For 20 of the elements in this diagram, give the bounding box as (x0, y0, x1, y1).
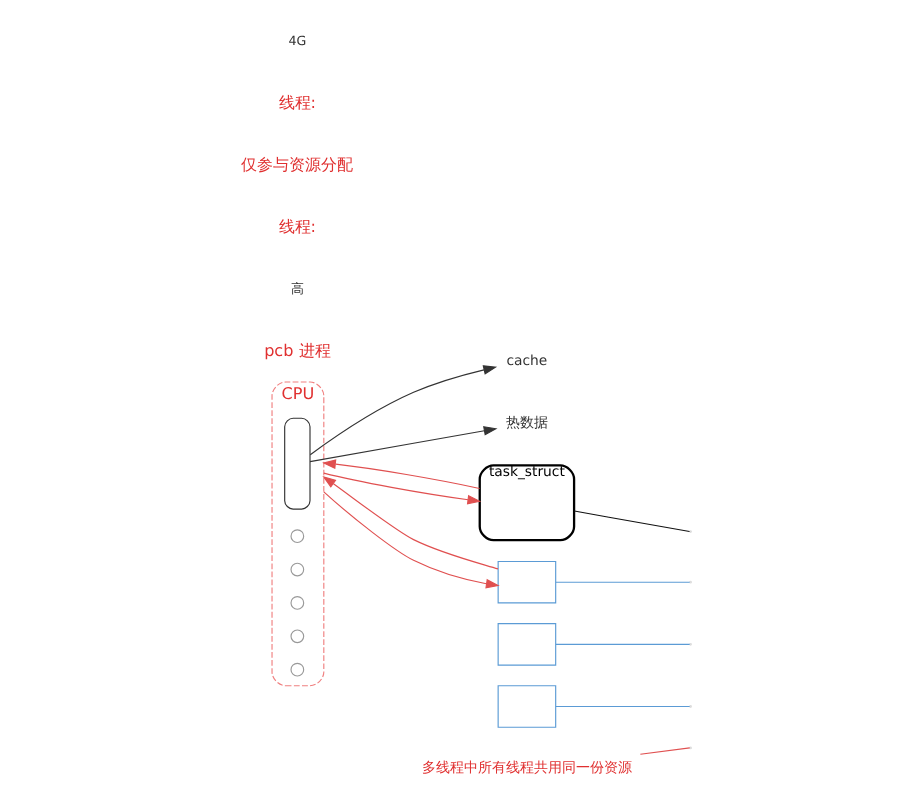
node-box (284, 417, 311, 510)
connector (555, 643, 691, 645)
node-circle (290, 529, 305, 544)
connector (573, 510, 691, 533)
arrow (309, 365, 498, 456)
node-box (497, 685, 557, 728)
arrow (323, 472, 482, 505)
node-circle (290, 562, 305, 577)
connector (639, 747, 691, 755)
connector (555, 705, 691, 708)
node-circle (290, 629, 305, 644)
connector (555, 581, 691, 583)
arrow (322, 475, 499, 570)
arrow (323, 491, 500, 589)
node-box (497, 560, 557, 604)
node-box (497, 623, 557, 666)
arrow (309, 426, 498, 463)
arrow (322, 459, 481, 490)
node-circle (290, 662, 305, 677)
node-circle (290, 596, 305, 610)
